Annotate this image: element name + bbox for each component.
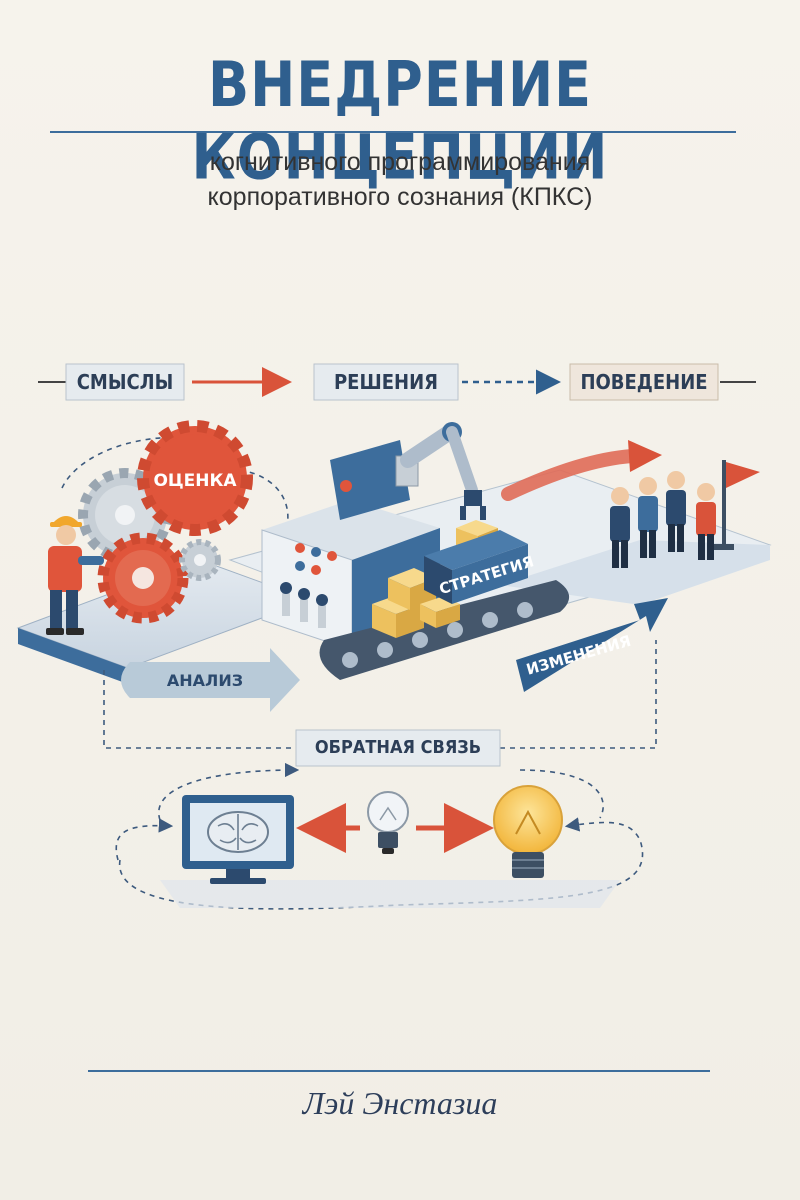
stage-label-povedenie: ПОВЕДЕНИЕ <box>580 370 708 394</box>
stage-box-resheniya <box>313 363 459 401</box>
stage-box-povedenie <box>569 363 719 401</box>
subtitle-line-2: корпоративного сознания (КПКС) <box>207 183 593 211</box>
brain-icon <box>207 811 269 853</box>
gear-label-otsenka: ОЦЕНКА <box>153 471 237 491</box>
cycle-arrow-top <box>157 762 300 821</box>
stage-label-smysly: СМЫСЛЫ <box>76 370 174 394</box>
book-title: ВНЕДРЕНИЕ КОНЦЕПЦИИ <box>191 48 609 194</box>
gear-loop-arrow <box>61 430 204 489</box>
cycle-arrow-top-right <box>519 769 604 819</box>
stage-box-smysly <box>65 363 185 401</box>
author-divider <box>88 1070 710 1072</box>
gear-icon <box>137 420 253 536</box>
cycle-platform <box>160 880 620 908</box>
analysis-label: АНАЛИЗ <box>167 671 243 690</box>
left-platform-edge <box>18 628 128 684</box>
feedback-box <box>295 729 501 767</box>
analysis-arrow <box>121 648 300 712</box>
red-flow-arrowhead <box>628 440 662 472</box>
people-icon <box>610 471 716 568</box>
cycle-arrow-left <box>115 818 174 861</box>
feedback-label: ОБРАТНАЯ СВЯЗЬ <box>314 737 482 758</box>
lightbulb-icon <box>367 791 409 854</box>
red-flow-arrow <box>501 449 639 501</box>
worker-icon <box>46 516 104 635</box>
lightbulb-icon <box>493 785 563 878</box>
title-divider <box>50 131 736 133</box>
subtitle-line-1: когнитивного программирования <box>209 148 591 176</box>
gear-icon <box>97 532 189 624</box>
changes-arrow <box>516 598 668 692</box>
flag-icon <box>714 460 760 550</box>
strategy-block <box>424 530 528 604</box>
robot-arm-icon <box>395 422 486 520</box>
gear-icon <box>179 539 221 581</box>
author-name: Лэй Энстазиа <box>302 1085 498 1121</box>
feedback-line-right <box>500 640 657 749</box>
stage-label-resheniya: РЕШЕНИЯ <box>334 370 438 394</box>
